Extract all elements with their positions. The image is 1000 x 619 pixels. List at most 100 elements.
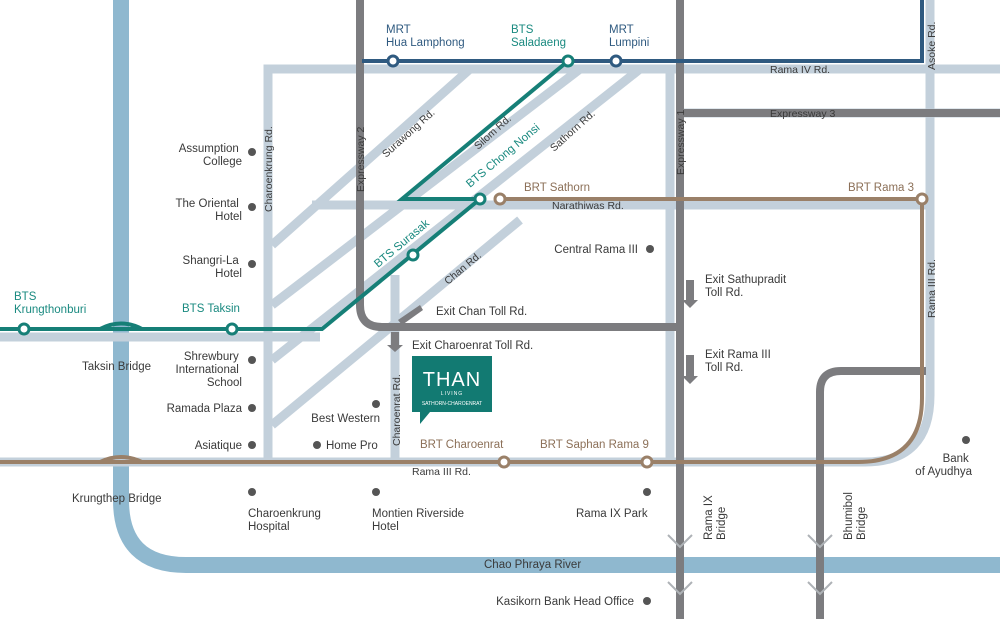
river-layer (113, 0, 1000, 573)
label-brt-rama3: BRT Rama 3 (848, 182, 914, 194)
label-brt-saphan-rama9: BRT Saphan Rama 9 (540, 439, 649, 451)
expressway-bhumibol (816, 367, 926, 619)
road-surawong (269, 65, 473, 249)
bridge-labels: Taksin Bridge Krungthep Bridge Rama IX B… (72, 361, 868, 571)
dot-shangrila[interactable] (248, 260, 256, 268)
expressway-layer (356, 0, 1000, 619)
dot-home-pro[interactable] (313, 441, 321, 449)
node-bts-krungthonburi[interactable] (17, 322, 31, 336)
label-exit-sathupradit: Exit Sathupradit Toll Rd. (705, 274, 789, 299)
label-rama9-park: Rama IX Park (576, 508, 648, 520)
label-rama3-lower: Rama III Rd. (412, 466, 471, 478)
label-bts-taksin: BTS Taksin (182, 303, 240, 315)
krungthep-bridge-crossing (99, 455, 143, 464)
label-best-western: Best Western (311, 413, 380, 425)
label-charoenrat-rd: Charoenrat Rd. (391, 374, 403, 446)
expressway-2 (356, 0, 680, 331)
node-bts-taksin[interactable] (225, 322, 239, 336)
arrow-exit-chan (398, 305, 423, 325)
dot-central-rama3[interactable] (646, 245, 654, 253)
arrow-exit-rama3 (682, 355, 698, 384)
label-rama4: Rama IV Rd. (770, 64, 830, 76)
label-shangrila: Shangri-La Hotel (183, 255, 242, 280)
road-rama4 (263, 64, 1000, 340)
road-sathorn (269, 65, 643, 364)
road-layer (0, 0, 1000, 467)
label-ramada: Ramada Plaza (167, 403, 243, 415)
rama9-bridge-chevron-b (667, 581, 693, 596)
dot-assumption[interactable] (248, 148, 256, 156)
label-asoke: Asoke Rd. (926, 22, 938, 70)
road-chan (269, 216, 523, 429)
node-brt-rama3[interactable] (915, 192, 929, 206)
label-mrt-lumpini: MRT Lumpini (609, 24, 649, 49)
node-brt-charoenrat[interactable] (497, 455, 511, 469)
label-montien: Montien Riverside Hotel (372, 508, 467, 533)
bridge-marks (667, 534, 833, 596)
node-brt-saphan-rama9[interactable] (640, 455, 654, 469)
mrt-line (362, 0, 924, 63)
label-exit-chan: Exit Chan Toll Rd. (436, 306, 527, 318)
label-oriental: The Oriental Hotel (176, 198, 242, 223)
arrow-exit-sathupradit (682, 280, 698, 308)
label-shrewsbury: Shrewbury International School (176, 351, 243, 389)
label-kasikorn: Kasikorn Bank Head Office (496, 596, 634, 608)
node-mrt-lumpini[interactable] (609, 54, 623, 68)
bhumibol-bridge-chevron-b (807, 581, 833, 596)
label-taksin-bridge: Taksin Bridge (82, 361, 151, 373)
rama9-bridge-chevron-a (667, 534, 693, 549)
bhumibol-bridge-chevron-a (807, 534, 833, 549)
dot-ramada[interactable] (248, 404, 256, 412)
dot-montien[interactable] (372, 488, 380, 496)
label-bts-saladaeng: BTS Saladaeng (511, 24, 566, 49)
dot-shrewsbury[interactable] (248, 356, 256, 364)
logo-tagline: SATHORN-CHAROENRAT (422, 401, 482, 407)
label-bts-krungthonburi: BTS Krungthonburi (14, 291, 86, 316)
dot-bank-ayudhya[interactable] (962, 436, 970, 444)
dot-asiatique[interactable] (248, 441, 256, 449)
node-bts-surasak[interactable] (406, 248, 420, 262)
label-central-rama3: Central Rama III (554, 244, 638, 256)
node-bts-chong-nonsi[interactable] (473, 192, 487, 206)
label-surawong: Surawong Rd. (380, 107, 437, 160)
dot-rama9-park[interactable] (643, 488, 651, 496)
label-assumption: Assumption College (179, 143, 242, 168)
logo-badge (412, 356, 492, 424)
place-labels: Assumption College The Oriental Hotel Sh… (167, 143, 973, 608)
dot-oriental[interactable] (248, 203, 256, 211)
dot-charoenkrung-hospital[interactable] (248, 488, 256, 496)
node-brt-sathorn[interactable] (493, 192, 507, 206)
chao-phraya-river (113, 0, 1000, 573)
label-krungthep-bridge: Krungthep Bridge (72, 493, 162, 505)
label-brt-charoenrat: BRT Charoenrat (420, 439, 504, 451)
label-bhumibol-bridge: Bhumibol Bridge (843, 489, 868, 540)
dot-best-western[interactable] (372, 400, 380, 408)
label-home-pro: Home Pro (326, 440, 378, 452)
dot-kasikorn[interactable] (643, 597, 651, 605)
mrt-blue-line (362, 0, 924, 63)
station-nodes (17, 54, 929, 469)
label-charoenkrung-hospital: Charoenkrung Hospital (248, 508, 324, 533)
logo-name: THAN (423, 369, 481, 391)
road-silom (269, 65, 583, 309)
taksin-bridge-crossing (99, 321, 143, 331)
than-logo[interactable]: THAN LIVING SATHORN-CHAROENRAT (412, 356, 492, 424)
label-expressway3: Expressway 3 (770, 108, 836, 120)
label-exit-rama3: Exit Rama III Toll Rd. (705, 349, 774, 374)
label-charoenkrung: Charoenkrung Rd. (263, 126, 275, 212)
bridge-crossings (99, 321, 143, 464)
label-chao-phraya-river: Chao Phraya River (484, 559, 581, 571)
label-rama3-road: Rama III Rd. (926, 259, 938, 318)
label-expressway1: Expressway 1 (675, 109, 687, 175)
node-bts-saladaeng[interactable] (561, 54, 575, 68)
label-brt-sathorn: BRT Sathorn (524, 182, 590, 194)
label-narathiwas: Narathiwas Rd. (552, 200, 624, 212)
exit-labels: Exit Chan Toll Rd. Exit Charoenrat Toll … (412, 274, 789, 374)
label-expressway2: Expressway 2 (355, 126, 367, 192)
label-rama9-bridge: Rama IX Bridge (703, 492, 728, 540)
label-mrt-hua-lamphong: MRT Hua Lamphong (386, 24, 465, 49)
node-mrt-hua-lamphong[interactable] (386, 54, 400, 68)
arrow-exit-charoenrat (387, 332, 403, 352)
label-bank-ayudhya: Bank of Ayudhya (915, 453, 972, 478)
